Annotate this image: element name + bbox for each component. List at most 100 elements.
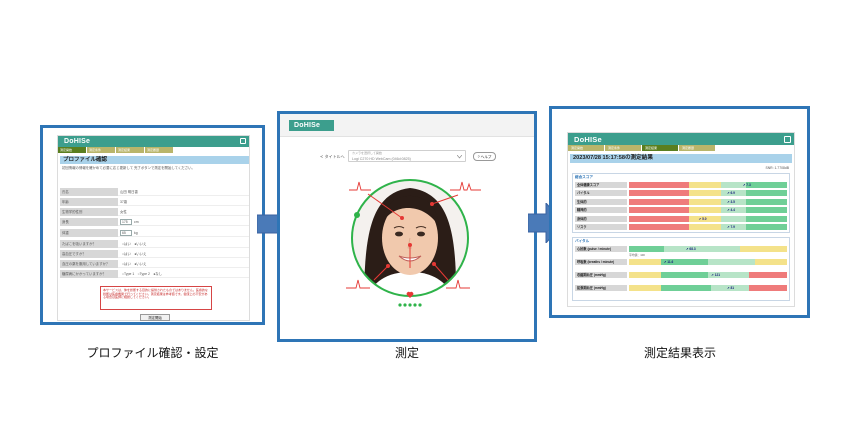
score-row: 収縮期血圧 (mmHg) ↗ 121 — [575, 272, 788, 278]
step-tab[interactable]: 測定結果 — [642, 145, 678, 151]
step-tab[interactable]: 測定開始 — [58, 147, 86, 153]
score-bar: ↗ 121 — [629, 272, 787, 278]
back-to-title-link[interactable]: < タイトルへ — [320, 154, 345, 159]
score-marker: ↗ 11.6 — [663, 260, 674, 264]
row-label: たばこを吸いますか？ — [60, 240, 118, 248]
result-panel: DoHISe 測定開始 測定条件 測定結果 測定履歴 2023/07/28 15… — [549, 106, 810, 318]
score-label: バイタル — [575, 190, 627, 197]
score-band — [720, 215, 746, 222]
score-label: 収縮期血圧 (mmHg) — [575, 272, 627, 278]
score-band — [629, 272, 661, 278]
step-tab[interactable]: 測定結果 — [116, 147, 144, 153]
step-tab[interactable]: 測定条件 — [605, 145, 641, 151]
step-tab[interactable]: 測定履歴 — [145, 147, 173, 153]
help-button[interactable]: ? ヘルプ — [473, 152, 496, 161]
score-label: 呼吸数 (breaths / minute) — [575, 259, 627, 265]
app-header: DoHISe — [58, 136, 249, 147]
score-row: 身体的↗ 5.0 — [575, 215, 788, 222]
result-app-window: DoHISe 測定開始 測定条件 測定結果 測定履歴 2023/07/28 15… — [567, 132, 795, 307]
radio-group[interactable]: ○はい ●いいえ — [122, 242, 147, 246]
score-band — [629, 259, 661, 265]
measurement-rays — [367, 193, 459, 281]
weight-input[interactable]: 65 — [120, 230, 132, 236]
camera-view — [324, 168, 495, 311]
step-tab[interactable]: 測定履歴 — [679, 145, 715, 151]
radio-group[interactable]: ○Type 1 ○Type 2 ●なし — [122, 272, 163, 276]
logout-icon[interactable] — [240, 138, 246, 144]
page-title: プロファイル確認 — [60, 156, 249, 164]
score-band — [629, 198, 690, 205]
score-band — [629, 224, 690, 230]
score-band — [745, 224, 787, 230]
score-marker: ↗ 4.4 — [726, 208, 735, 213]
row-value: 女性 — [120, 210, 127, 214]
score-label: 心拍数 (pulse / minute) — [575, 246, 627, 252]
score-band — [629, 285, 661, 291]
row-label: 氏名 — [60, 188, 118, 196]
score-bar: ↗ 11.6 — [629, 259, 787, 265]
intro-text: 初回情報の情報を確かめて必要に応じ更新して 完了ボタンで測定を開始してください。 — [62, 166, 195, 170]
profile-row: 糖尿病にかかっていますか？ ○Type 1 ○Type 2 ●なし — [60, 270, 249, 278]
score-band — [629, 207, 690, 214]
logout-icon[interactable] — [784, 135, 791, 143]
score-band — [660, 259, 708, 265]
score-band — [749, 285, 787, 291]
step-tab[interactable]: 測定条件 — [87, 147, 115, 153]
score-bar: ↗ 68.3 — [629, 246, 787, 252]
app-header: DoHISe — [568, 133, 794, 145]
profile-row: 年齢 37歳 — [60, 198, 249, 206]
profile-row: 身長 175 cm — [60, 218, 249, 226]
score-band — [745, 198, 787, 205]
radio-group[interactable]: ○はい ●いいえ — [122, 262, 147, 266]
app-brand: DoHISe — [574, 134, 602, 144]
profile-row: 血圧の薬を服用していますか？ ○はい ●いいえ — [60, 260, 249, 268]
score-marker: ↗ 121 — [711, 273, 721, 277]
unit-label: kg — [134, 231, 138, 235]
score-marker: ↗ 7.3 — [742, 183, 751, 187]
score-band — [711, 285, 750, 291]
score-row: 拡張期血圧 (mmHg)↗ 81 — [575, 285, 788, 291]
score-bar: ↗ 81 — [629, 285, 787, 291]
score-row: 精神的↗ 4.4 — [575, 207, 788, 214]
score-band — [689, 182, 721, 188]
score-band — [660, 285, 712, 291]
caption-result: 測定結果表示 — [643, 346, 716, 360]
score-row: リスク↗ 7.9 — [575, 224, 788, 230]
score-band — [745, 190, 787, 197]
score-row: 生体的↗ 3.5 — [575, 198, 788, 205]
score-band — [663, 246, 740, 252]
row-label: 身長 — [60, 218, 118, 226]
row-value: 山田 明日香 — [120, 190, 138, 194]
camera-select-value: Logi C270 HD WebCam (046d:0825) — [352, 157, 411, 161]
row-value: 37歳 — [120, 200, 128, 204]
row-label: 糖尿病にかかっていますか？ — [60, 270, 118, 278]
app-logo: DoHISe — [289, 120, 334, 131]
score-band — [745, 182, 787, 188]
step-tab[interactable]: 測定開始 — [568, 145, 604, 151]
start-measurement-button[interactable]: 測定開始 — [140, 314, 170, 321]
row-label: 血圧の薬を服用していますか？ — [60, 260, 118, 268]
score-bar: ↗ 6.9 — [629, 190, 787, 197]
height-input[interactable]: 175 — [120, 219, 132, 225]
profile-app-window: DoHISe 測定開始 測定条件 測定結果 測定履歴 プロファイル確認 初回情報… — [57, 135, 250, 321]
disclaimer-text: 本サービスは、体を診断する目的に提供されたものではありません。医療的な判断は医療… — [103, 288, 208, 300]
radio-group[interactable]: ○はい ●いいえ — [122, 252, 147, 256]
score-band — [720, 190, 746, 197]
unit-label: cm — [134, 220, 139, 224]
score-label: 全体健康スコア — [575, 182, 627, 188]
score-marker: ↗ 68.3 — [685, 247, 696, 251]
score-band — [629, 182, 690, 188]
caption-profile: プロファイル確認・設定 — [86, 346, 219, 360]
camera-select[interactable]: カメラを選択して開始 Logi C270 HD WebCam (046d:082… — [348, 150, 466, 162]
score-bar: ↗ 4.4 — [629, 207, 787, 214]
score-band — [755, 259, 787, 265]
face-scan-overlay — [346, 179, 481, 307]
score-marker: ↗ 6.9 — [726, 191, 735, 196]
score-band — [689, 190, 721, 197]
score-band — [660, 272, 708, 278]
step-bar: 測定開始 測定条件 測定結果 測定履歴 — [568, 145, 716, 151]
score-band — [689, 215, 721, 222]
profile-row: 氏名 山田 明日香 — [60, 188, 249, 196]
row-label: 生物学的性別 — [60, 208, 118, 216]
heart-icon — [406, 291, 414, 298]
